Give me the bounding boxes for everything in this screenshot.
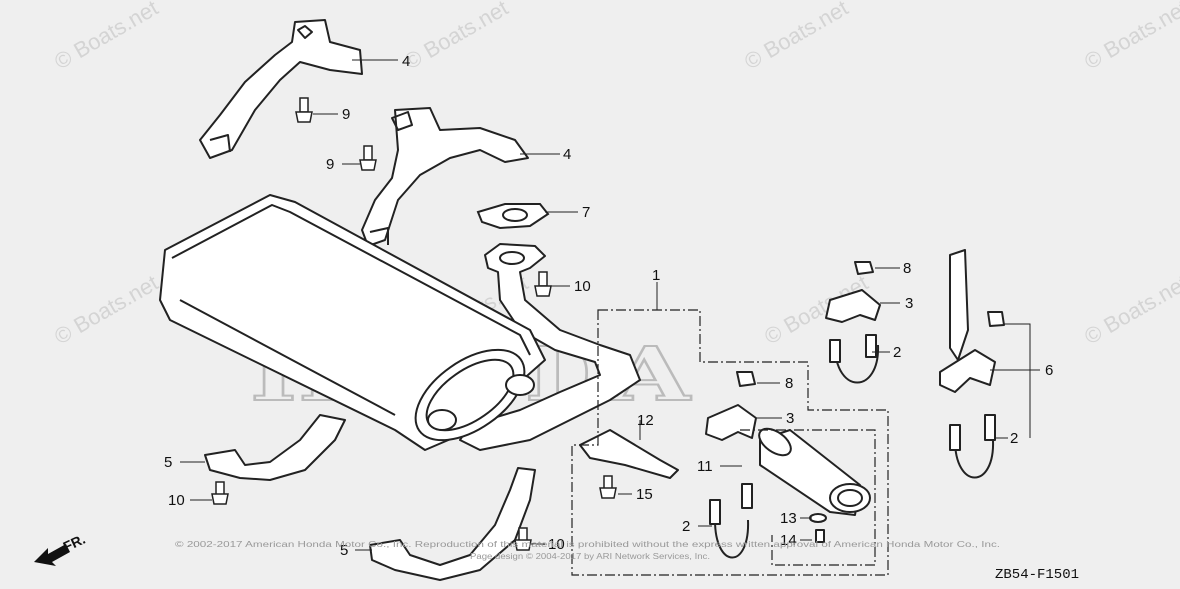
- watermark: © Boats.net: [1080, 270, 1180, 349]
- callout-label: 10: [548, 536, 565, 553]
- callout-label: 7: [582, 204, 590, 221]
- heat-shield-upper: [199, 19, 363, 159]
- gasket: [476, 203, 550, 230]
- callout-label: 6: [1045, 362, 1053, 379]
- callout-label: 13: [780, 510, 797, 527]
- callout-label: 10: [168, 492, 185, 509]
- callout-label: 4: [402, 53, 410, 70]
- callout-label: 9: [342, 106, 350, 123]
- callout-label: 3: [786, 410, 794, 427]
- diagram-code: ZB54-F1501: [995, 567, 1079, 583]
- group-box: [571, 309, 889, 576]
- watermark: © Boats.net: [1080, 0, 1180, 74]
- callout-label: 8: [903, 260, 911, 277]
- muffler: [159, 194, 546, 451]
- direction-arrow: FR.: [34, 531, 88, 566]
- clamp-parts: [705, 249, 1005, 559]
- watermark: © Boats.net: [50, 270, 162, 349]
- callout-label: 14: [780, 532, 797, 549]
- heat-shield-lower: [361, 107, 529, 247]
- callout-label: 2: [1010, 430, 1018, 447]
- callout-label: 12: [637, 412, 654, 429]
- callout-labels: 4 4 7 10 9 9 1 5 10 5 10 8 3 2 8 3 11 12…: [164, 53, 1053, 559]
- callout-label: 1: [652, 267, 660, 284]
- callout-label: 3: [905, 295, 913, 312]
- direction-label: FR.: [61, 531, 88, 555]
- watermark: © Boats.net: [740, 0, 852, 74]
- arrow-left-icon: [34, 544, 70, 566]
- callout-label: 2: [682, 518, 690, 535]
- callout-label: 5: [164, 454, 172, 471]
- mount-bracket-right: [369, 467, 536, 581]
- callout-label: 11: [697, 458, 713, 475]
- callout-label: 4: [563, 146, 571, 163]
- watermark: © Boats.net: [400, 0, 512, 74]
- leader-lines: [180, 59, 1040, 551]
- bolt: [211, 97, 617, 551]
- callout-label: 10: [574, 278, 591, 295]
- callout-label: 2: [893, 344, 901, 361]
- watermark: © Boats.net: [50, 0, 162, 74]
- callout-label: 5: [340, 542, 348, 559]
- mount-bracket-left: [204, 414, 346, 481]
- copyright-line: Page design © 2004-2017 by ARI Network S…: [470, 552, 710, 561]
- callout-label: 9: [326, 156, 334, 173]
- callout-label: 15: [636, 486, 653, 503]
- copyright-line: © 2002-2017 American Honda Motor Co., In…: [175, 540, 1000, 549]
- spark-arrester: [579, 427, 871, 543]
- callout-label: 8: [785, 375, 793, 392]
